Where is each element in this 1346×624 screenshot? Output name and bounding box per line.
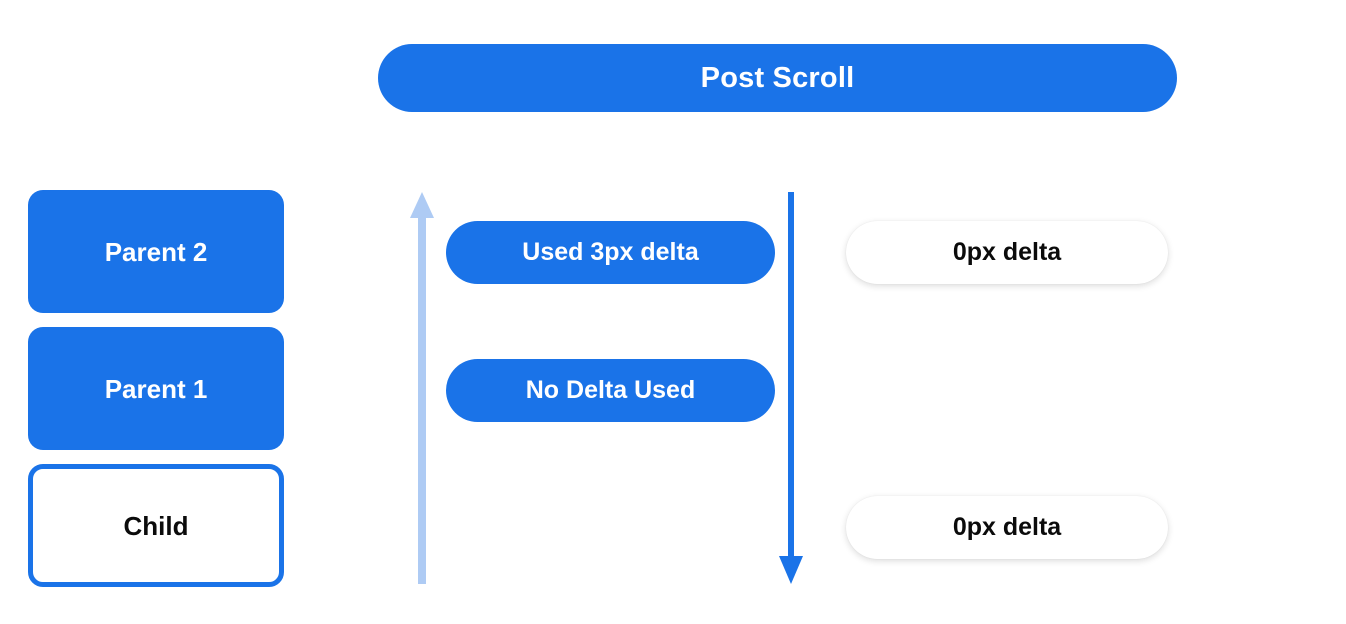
right-pill-label: 0px delta	[952, 238, 1062, 266]
middle-pill-label: Used 3px delta	[522, 238, 699, 266]
right-pill-zero-delta-bottom: 0px delta	[846, 496, 1168, 559]
stack-box-parent-1: Parent 1	[28, 327, 284, 450]
middle-pill-label: No Delta Used	[525, 376, 696, 404]
middle-pill-no-delta: No Delta Used	[446, 359, 775, 422]
stack-box-label: Child	[123, 510, 189, 541]
stack-box-label: Parent 2	[104, 236, 208, 267]
middle-pill-used-delta: Used 3px delta	[446, 221, 775, 284]
stack-box-parent-2: Parent 2	[28, 190, 284, 313]
right-pill-label: 0px delta	[952, 513, 1062, 541]
upward-arrow-icon	[409, 192, 435, 589]
downward-arrow-icon	[778, 192, 804, 589]
right-pill-zero-delta-top: 0px delta	[846, 221, 1168, 284]
element-stack: Parent 2 Parent 1 Child	[28, 190, 284, 587]
stack-box-child: Child	[28, 464, 284, 587]
header-title: Post Scroll	[700, 61, 855, 94]
stack-box-label: Parent 1	[104, 373, 208, 404]
post-scroll-header: Post Scroll	[378, 44, 1177, 112]
